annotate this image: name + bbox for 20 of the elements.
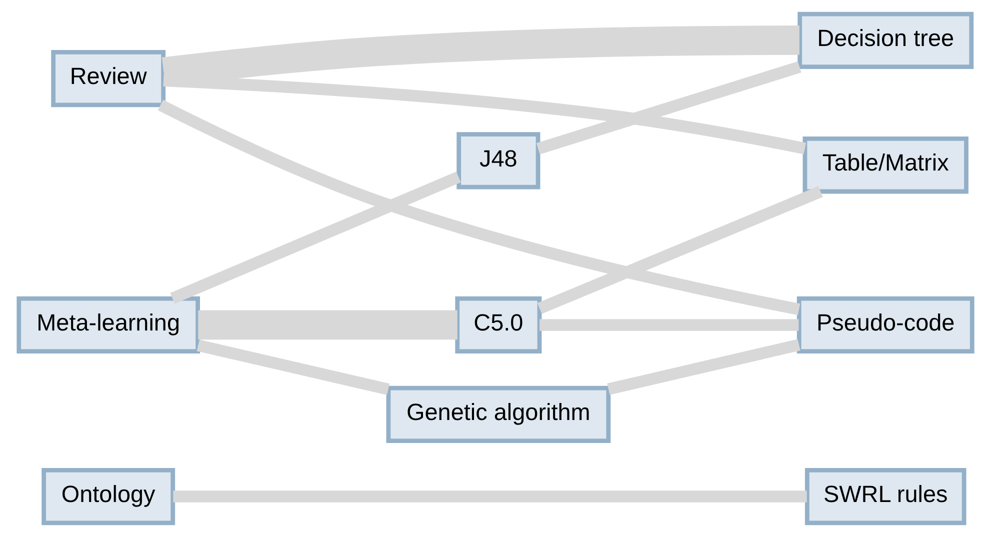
node-box: Genetic algorithm xyxy=(386,386,611,444)
connector xyxy=(198,310,458,340)
node-box: Table/Matrix xyxy=(802,136,968,194)
node-box: SWRL rules xyxy=(804,468,966,526)
connector xyxy=(196,340,390,396)
connector xyxy=(607,339,800,395)
connector xyxy=(540,319,799,331)
connector xyxy=(537,186,823,314)
node-box: Meta-learning xyxy=(16,296,200,354)
node-box: C5.0 xyxy=(455,296,542,354)
connector xyxy=(173,490,807,502)
connector xyxy=(170,172,461,304)
connector xyxy=(163,74,806,154)
node-box: J48 xyxy=(456,132,540,190)
node-box: Pseudo-code xyxy=(796,296,974,354)
node-box: Decision tree xyxy=(798,12,974,70)
connector xyxy=(536,61,802,154)
node-box: Ontology xyxy=(42,468,176,526)
node-box: Review xyxy=(51,50,166,108)
connector xyxy=(158,100,800,316)
